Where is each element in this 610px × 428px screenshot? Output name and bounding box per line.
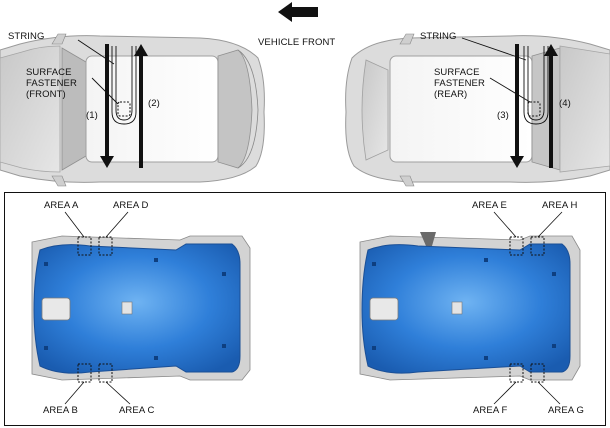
- area-leaders-right: [493, 211, 563, 405]
- area-g-label: AREA G: [548, 405, 584, 416]
- area-c-label: AREA C: [119, 405, 155, 416]
- surface-fastener-front-marker: [117, 101, 131, 117]
- headliner-right: [359, 232, 581, 381]
- string-label-rear: STRING: [420, 31, 457, 42]
- area-b-label: AREA B: [43, 405, 78, 416]
- surface-fastener-front-label: SURFACE FASTENER (FRONT): [26, 67, 77, 100]
- string-label-front: STRING: [8, 31, 45, 42]
- area-boxes-right: [509, 236, 545, 383]
- bottom-panel-frame: [4, 192, 606, 426]
- surface-fastener-rear-marker: [527, 101, 541, 117]
- pull-arrow-down-1: [100, 44, 114, 168]
- step-3-label: (3): [497, 110, 509, 121]
- area-d-label: AREA D: [113, 200, 149, 211]
- area-f-label: AREA F: [473, 405, 508, 416]
- pull-arrow-down-3: [510, 44, 524, 168]
- step-1-label: (1): [86, 110, 98, 121]
- headliner-left: [31, 235, 251, 381]
- step-4-label: (4): [559, 98, 571, 109]
- left-arrow-icon: [278, 2, 318, 22]
- area-leaders-left: [64, 211, 131, 405]
- area-boxes-left: [77, 236, 113, 383]
- pull-arrow-up-4: [544, 44, 558, 168]
- step-2-label: (2): [148, 98, 160, 109]
- area-a-label: AREA A: [44, 200, 79, 211]
- car-top-view-rear: [345, 33, 610, 187]
- pull-arrow-up-2: [134, 44, 148, 168]
- area-e-label: AREA E: [472, 200, 507, 211]
- surface-fastener-rear-label: SURFACE FASTENER (REAR): [434, 67, 485, 100]
- area-h-label: AREA H: [542, 200, 578, 211]
- vehicle-front-label: VEHICLE FRONT: [258, 37, 336, 48]
